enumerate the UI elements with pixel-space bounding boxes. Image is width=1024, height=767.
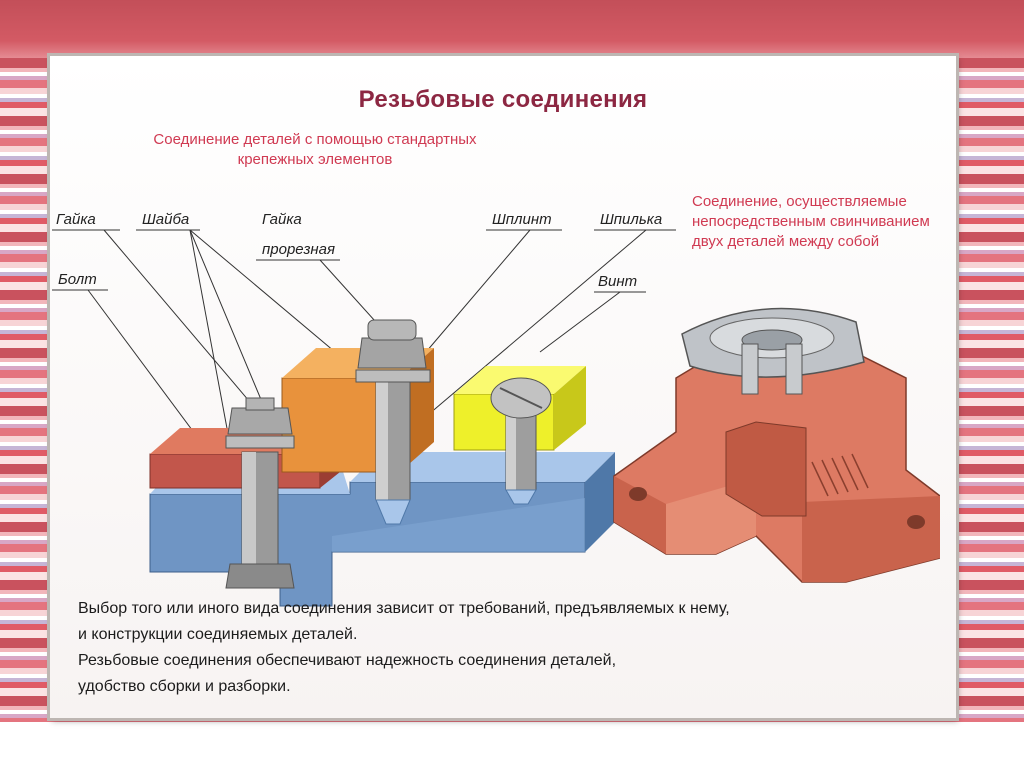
paragraph-line: и конструкции соединяемых деталей. (78, 626, 358, 643)
paragraph-line: удобство сборки и разборки. (78, 678, 291, 695)
slide-subtitle: Соединение деталей с помощью стандартных… (153, 131, 477, 168)
threaded-housing-section-illustration (613, 307, 940, 583)
label-vint: Винт (598, 273, 637, 290)
conclusion-text: Выбор того или иного вида соединения зав… (78, 596, 938, 700)
direct-connection-note: Соединение, осуществляемые непосредствен… (692, 193, 930, 250)
label-shayba: Шайба (142, 211, 189, 228)
paragraph-line: Выбор того или иного вида соединения зав… (78, 600, 730, 617)
label-gayka-proreznaya-2: прорезная (262, 241, 335, 258)
label-gayka: Гайка (56, 211, 96, 228)
label-shplint: Шплинт (492, 211, 552, 228)
label-bolt: Болт (58, 271, 97, 288)
fastener-assembly-illustration: Гайка Шайба Гайка прорезная Шплинт Шпиль… (52, 211, 676, 607)
top-band (0, 0, 1024, 58)
slide-panel: Резьбовые соединения Соединение деталей … (50, 56, 956, 718)
slide-title: Резьбовые соединения (358, 86, 648, 113)
label-gayka-proreznaya-1: Гайка (262, 211, 302, 228)
paragraph-line: Резьбовые соединения обеспечивают надежн… (78, 652, 617, 669)
label-shpilka: Шпилька (600, 211, 662, 228)
